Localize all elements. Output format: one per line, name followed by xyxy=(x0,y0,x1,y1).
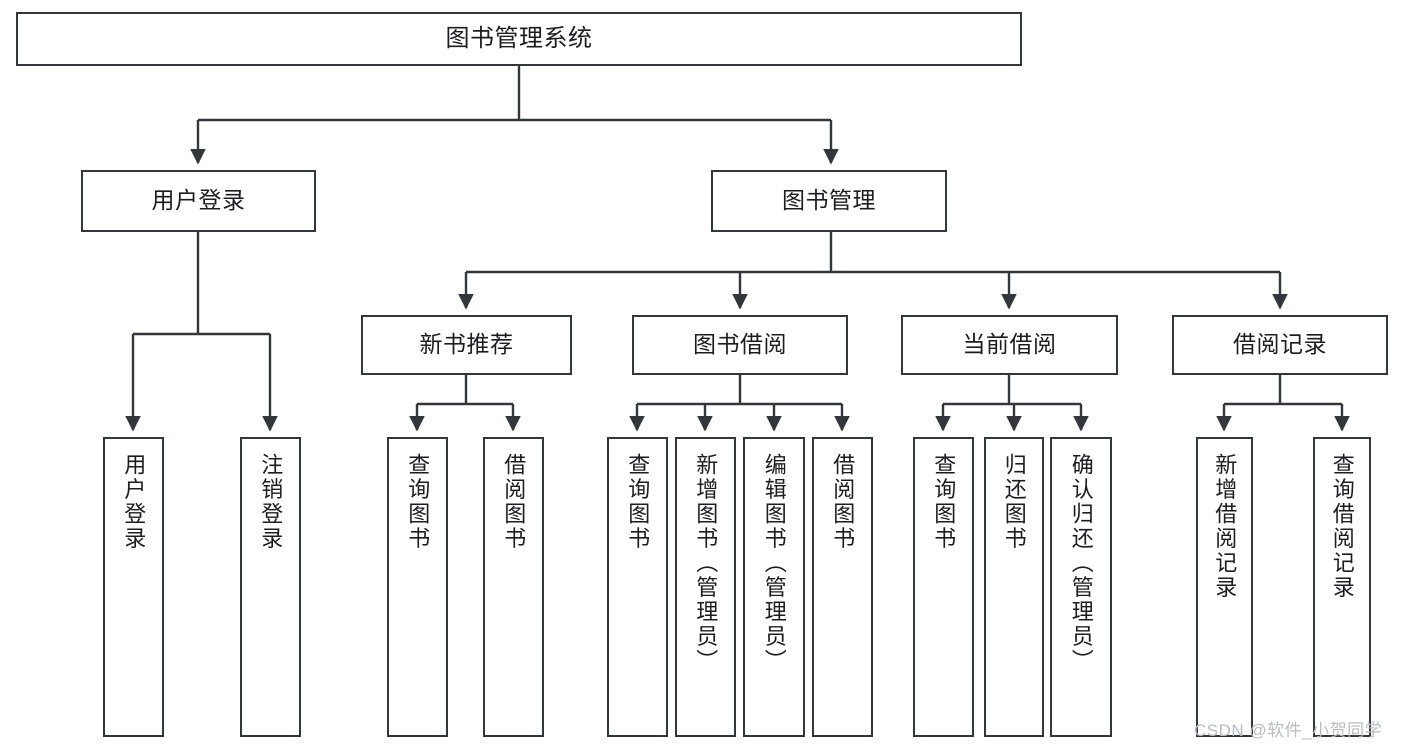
leaf-label: 查询图书 xyxy=(405,453,431,551)
node-borrow-record[interactable]: 借阅记录 xyxy=(1172,315,1388,375)
leaf-new-book-query-book[interactable]: 查询图书 xyxy=(387,437,448,737)
leaf-label: 编辑图书（管理员） xyxy=(761,453,787,674)
leaf-borrow-record-add-record[interactable]: 新增借阅记录 xyxy=(1196,437,1253,737)
node-current-borrow-label: 当前借阅 xyxy=(962,331,1057,358)
leaf-user-login-logout[interactable]: 注销登录 xyxy=(240,437,301,737)
leaf-current-borrow-return-book[interactable]: 归还图书 xyxy=(984,437,1044,737)
leaf-label: 查询图书 xyxy=(625,453,651,551)
node-user-login[interactable]: 用户登录 xyxy=(81,170,316,232)
leaf-current-borrow-query-book[interactable]: 查询图书 xyxy=(913,437,974,737)
leaf-label: 查询图书 xyxy=(931,453,957,551)
node-book-borrow[interactable]: 图书借阅 xyxy=(632,315,848,375)
node-book-borrow-label: 图书借阅 xyxy=(693,331,787,358)
leaf-label: 确认归还（管理员） xyxy=(1068,453,1094,674)
node-new-book-recommend[interactable]: 新书推荐 xyxy=(361,315,572,375)
leaf-label: 查询借阅记录 xyxy=(1329,453,1355,600)
leaf-label: 用户登录 xyxy=(121,453,147,551)
leaf-label: 归还图书 xyxy=(1001,453,1027,551)
node-new-book-recommend-label: 新书推荐 xyxy=(419,331,514,358)
leaf-new-book-borrow-book[interactable]: 借阅图书 xyxy=(483,437,544,737)
leaf-user-login-login[interactable]: 用户登录 xyxy=(103,437,164,737)
leaf-borrow-record-query-record[interactable]: 查询借阅记录 xyxy=(1313,437,1371,737)
leaf-label: 注销登录 xyxy=(258,453,284,551)
node-root-label: 图书管理系统 xyxy=(445,24,593,52)
node-user-login-label: 用户登录 xyxy=(151,187,246,214)
node-root-book-management-system[interactable]: 图书管理系统 xyxy=(16,12,1022,66)
leaf-label: 借阅图书 xyxy=(830,453,856,551)
node-borrow-record-label: 借阅记录 xyxy=(1233,331,1327,358)
leaf-label: 借阅图书 xyxy=(501,453,527,551)
leaf-label: 新增图书（管理员） xyxy=(693,453,719,674)
node-book-management[interactable]: 图书管理 xyxy=(711,170,947,232)
leaf-book-borrow-edit-book-admin[interactable]: 编辑图书（管理员） xyxy=(743,437,805,737)
leaf-label: 新增借阅记录 xyxy=(1212,453,1238,600)
csdn-watermark: CSDN @软件_小贺同学 xyxy=(1194,721,1383,740)
leaf-book-borrow-query-book[interactable]: 查询图书 xyxy=(607,437,668,737)
leaf-current-borrow-confirm-return-admin[interactable]: 确认归还（管理员） xyxy=(1050,437,1112,737)
node-current-borrow[interactable]: 当前借阅 xyxy=(901,315,1118,375)
leaf-book-borrow-borrow-book[interactable]: 借阅图书 xyxy=(812,437,873,737)
node-book-management-label: 图书管理 xyxy=(782,187,876,214)
leaf-book-borrow-add-book-admin[interactable]: 新增图书（管理员） xyxy=(675,437,736,737)
